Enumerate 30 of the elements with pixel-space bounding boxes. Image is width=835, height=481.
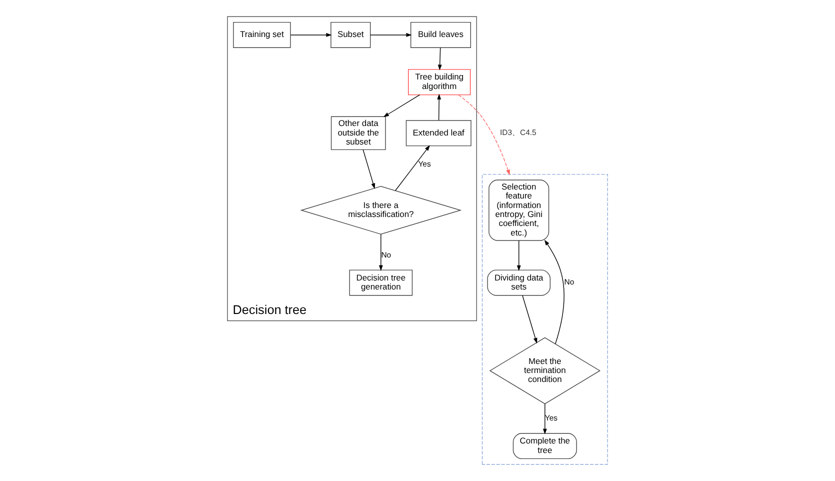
arrow xyxy=(437,94,442,121)
node-box: Dividing data sets xyxy=(487,270,551,296)
node-box: Other data outside the subset xyxy=(330,116,386,150)
arrow xyxy=(290,32,332,37)
arrow xyxy=(394,145,430,191)
cluster xyxy=(482,174,608,465)
edge-label: Yes xyxy=(418,159,431,168)
arrow xyxy=(438,47,442,70)
arrow xyxy=(542,403,547,434)
edge-label: No xyxy=(564,278,574,287)
node-box: Build leaves xyxy=(410,22,471,48)
arrow xyxy=(378,234,383,271)
edge-label: No xyxy=(381,250,392,260)
arrow xyxy=(544,240,564,344)
node-box: Subset xyxy=(330,22,371,48)
node-box: Extended leaf xyxy=(406,120,472,146)
edge-label: Yes xyxy=(544,414,558,423)
arrow xyxy=(370,32,412,37)
node-box: Tree building algorithm xyxy=(408,69,471,96)
node-diamond: Is there a misclassification? xyxy=(300,186,462,235)
node-box: Complete the tree xyxy=(512,433,577,460)
edge-label: ID3、C4.5 xyxy=(500,128,536,138)
node-box: Decision tree generation xyxy=(349,270,413,296)
arrow xyxy=(458,94,510,176)
arrow xyxy=(516,240,521,271)
arrow xyxy=(522,295,538,344)
node-box: Selection feature (information entropy, Gini coefficient, etc.) xyxy=(488,180,550,241)
node-box: Training set xyxy=(233,22,291,48)
arrow xyxy=(362,149,376,189)
arrow xyxy=(383,94,420,118)
